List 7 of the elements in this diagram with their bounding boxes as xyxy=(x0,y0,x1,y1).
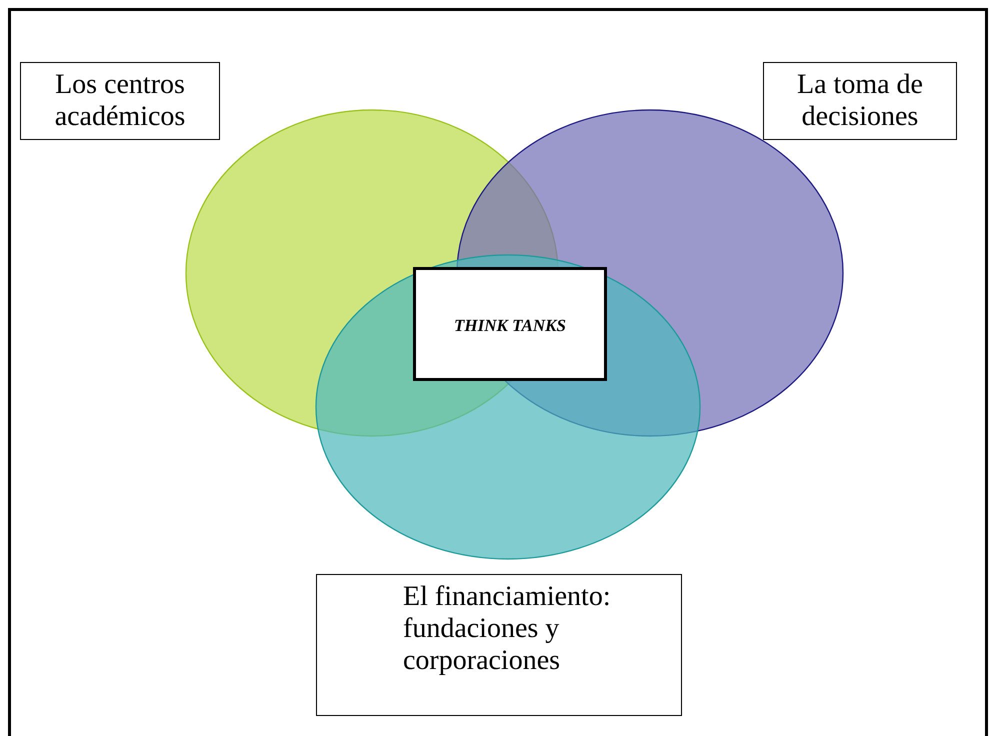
text-box xyxy=(763,62,957,140)
text-box xyxy=(316,574,682,716)
box-label: Los centros académicos xyxy=(54,69,186,133)
box-label: El financiamiento: fundaciones y corporaciones xyxy=(403,581,612,677)
box-label: La toma de decisiones xyxy=(796,69,924,133)
box-label: THINK TANKS xyxy=(453,315,567,337)
text-box xyxy=(20,62,220,140)
